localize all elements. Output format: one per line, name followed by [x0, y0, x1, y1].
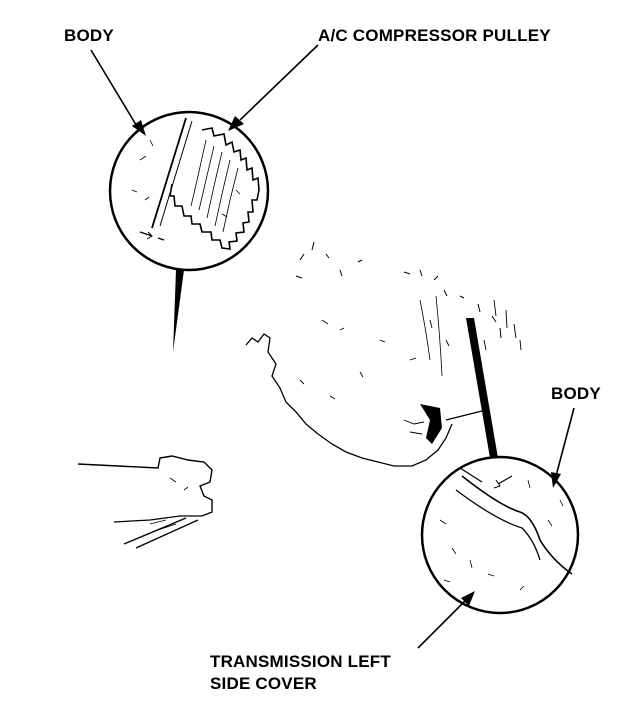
lower-callout-arrows	[417, 407, 575, 649]
label-body-upper: BODY	[64, 26, 114, 45]
frame-sketch	[77, 455, 213, 549]
pulley-outline	[169, 127, 260, 250]
lower-detail-circle	[420, 455, 580, 615]
upper-leader-wedge	[173, 270, 184, 352]
upper-callout-arrows	[90, 44, 319, 136]
component-marker	[420, 404, 442, 444]
lower-leader-wedge	[466, 318, 498, 458]
label-transmission-line1: TRANSMISSION LEFT	[210, 652, 391, 671]
label-ac-compressor-pulley: A/C COMPRESSOR PULLEY	[318, 26, 551, 45]
label-transmission-left-side-cover: TRANSMISSION LEFT SIDE COVER	[210, 651, 391, 695]
body-cover-edge	[461, 475, 573, 575]
transmission-sketch	[245, 241, 522, 467]
body-edge	[151, 117, 187, 229]
label-body-lower: BODY	[551, 384, 601, 403]
upper-detail-circle	[108, 110, 270, 272]
label-transmission-line2: SIDE COVER	[210, 674, 317, 693]
